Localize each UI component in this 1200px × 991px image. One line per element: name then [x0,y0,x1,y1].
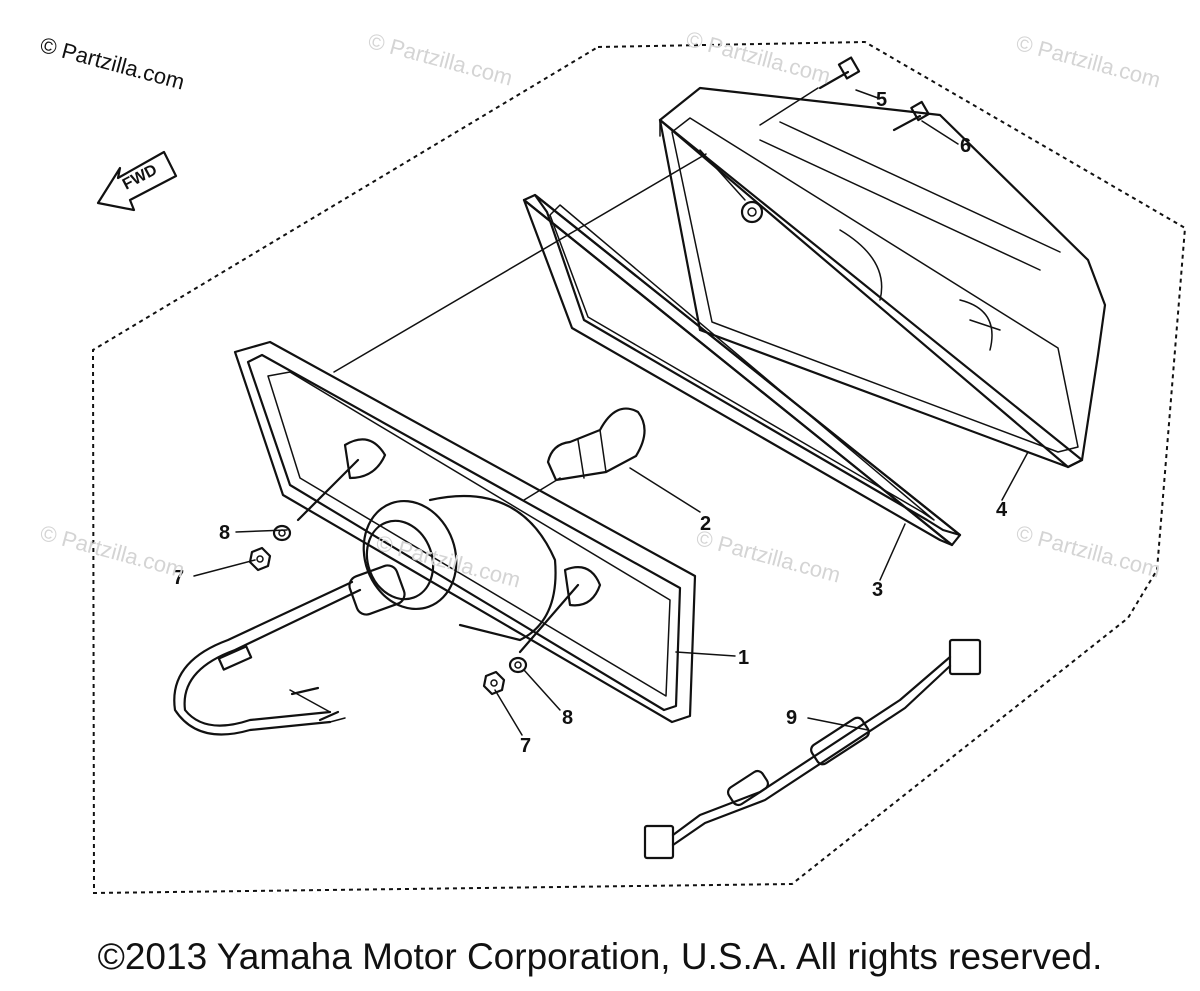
callout-numbers: 5 6 4 3 2 1 8 7 8 7 9 [173,89,1008,757]
copyright-notice: ©2013 Yamaha Motor Corporation, U.S.A. A… [97,936,1103,977]
callout-6: 6 [960,135,971,157]
callout-7-upper: 7 [173,567,184,589]
part-7-nut-lower [482,670,506,696]
leader-lines [193,89,1029,736]
part-8-washer-lower [508,656,528,674]
part-4-housing [658,86,1107,469]
forward-arrow-icon [96,150,178,212]
part-9-harness [643,638,982,860]
callout-2: 2 [700,513,711,535]
part-1-base [233,340,697,724]
base-wiring [173,580,362,736]
callout-5: 5 [876,89,887,111]
callout-1: 1 [738,647,749,669]
callout-4: 4 [996,499,1008,521]
part-6-screw [892,100,930,132]
assembly-boundary [91,40,1187,895]
callout-8-upper: 8 [219,522,230,544]
callout-9: 9 [786,707,797,729]
part-5-screw [759,56,861,126]
assembly-lines [333,153,707,501]
fwd-arrow: FWD [96,150,178,212]
callout-7-lower: 7 [520,735,531,757]
callout-8-lower: 8 [562,707,573,729]
part-3-gasket [522,193,962,547]
callout-3: 3 [872,579,883,601]
part-8-washer-upper [272,524,292,542]
part-7-nut-upper [248,546,272,572]
part-2-bulb [546,407,646,482]
